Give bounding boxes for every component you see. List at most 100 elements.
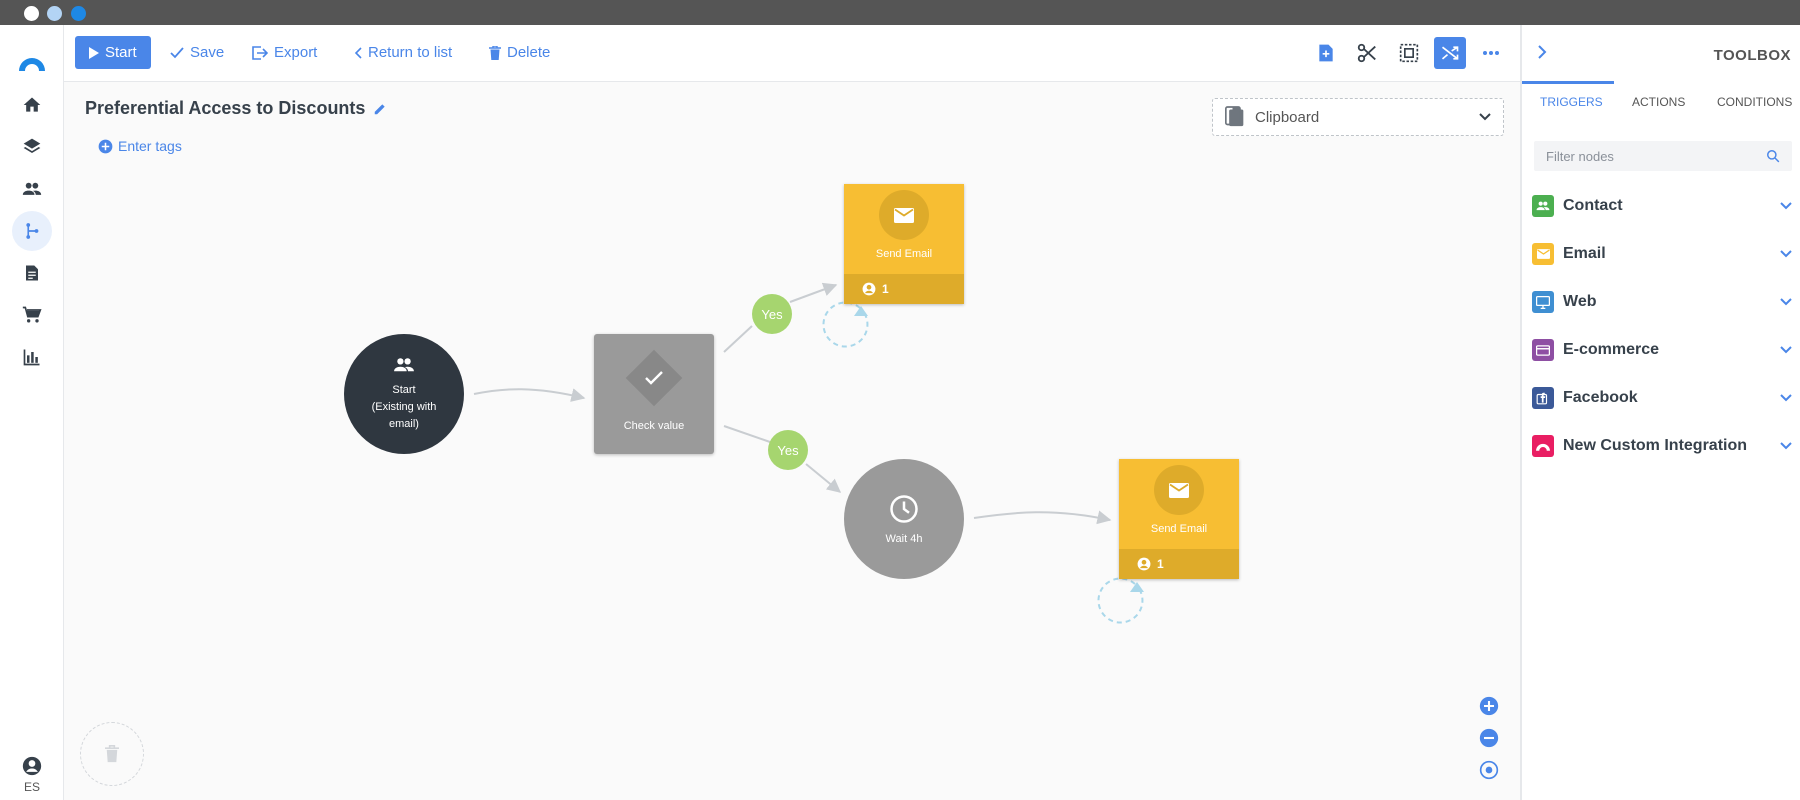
save-button[interactable]: Save: [170, 36, 224, 69]
chevron-left-icon: [354, 46, 362, 59]
chevron-down-icon: [1780, 250, 1792, 258]
left-navigation-rail: ES: [0, 25, 64, 800]
language-indicator[interactable]: ES: [23, 780, 40, 794]
check-value-label: Check value: [623, 420, 685, 432]
clipboard-dropdown[interactable]: Clipboard: [1212, 98, 1504, 136]
start-button[interactable]: Start: [75, 36, 151, 69]
document-icon: [26, 265, 38, 281]
collapse-toolbox-button[interactable]: [1538, 45, 1547, 64]
trash-icon: [489, 45, 501, 60]
category-label: E-commerce: [1563, 341, 1660, 358]
zoom-in-button[interactable]: [1478, 695, 1500, 717]
category-new-custom-integration[interactable]: New Custom Integration: [1532, 431, 1792, 461]
category-ecommerce[interactable]: E-commerce: [1532, 335, 1792, 365]
add-node-button[interactable]: [1310, 37, 1342, 69]
return-to-list-button[interactable]: Return to list: [354, 36, 452, 69]
web-category-badge: [1532, 291, 1554, 313]
category-web[interactable]: Web: [1532, 287, 1792, 317]
tab-conditions[interactable]: CONDITIONS: [1717, 95, 1793, 109]
window-close-dot[interactable]: [24, 6, 39, 21]
chevron-down-icon: [1479, 113, 1491, 121]
rail-item-layers[interactable]: [12, 127, 52, 167]
user-icon: [862, 282, 876, 296]
target-icon: [1479, 760, 1499, 780]
recenter-button[interactable]: [1478, 759, 1500, 781]
select-area-button[interactable]: [1393, 37, 1425, 69]
send-email-label: Send Email: [1150, 523, 1208, 535]
connector-check-to-yes-bottom: [723, 425, 771, 443]
node-contact-count[interactable]: 1: [1119, 549, 1239, 579]
category-contact[interactable]: Contact: [1532, 191, 1792, 221]
cart-icon: [22, 306, 42, 323]
send-email-label: Send Email: [875, 248, 933, 260]
play-icon: [89, 46, 99, 59]
automation-flow-icon: [26, 223, 39, 239]
start-node-line1: Start: [392, 383, 416, 396]
rail-item-automation[interactable]: [12, 211, 52, 251]
workflow-title: Preferential Access to Discounts: [85, 98, 366, 118]
check-value-node[interactable]: Check value: [594, 334, 714, 454]
contact-count-value: 1: [1157, 557, 1164, 571]
user-avatar[interactable]: [12, 753, 52, 779]
more-icon: [1483, 51, 1499, 55]
loop-arrow-top: [854, 306, 868, 316]
select-icon: [1399, 43, 1419, 63]
more-options-button[interactable]: [1475, 37, 1507, 69]
wait-node[interactable]: Wait 4h: [844, 459, 964, 579]
window-maximize-dot[interactable]: [71, 6, 86, 21]
connector-yes-bottom-to-wait: [805, 463, 842, 493]
rail-item-home[interactable]: [12, 85, 52, 125]
enter-tags-link[interactable]: Enter tags: [98, 138, 182, 154]
category-label: Web: [1563, 293, 1597, 310]
cut-button[interactable]: [1351, 37, 1383, 69]
category-facebook[interactable]: Facebook: [1532, 383, 1792, 413]
check-icon: [645, 371, 663, 385]
loop-arrow-bottom: [1130, 582, 1144, 592]
export-button-label: Export: [274, 44, 318, 61]
clock-icon: [890, 494, 918, 523]
send-email-node-bottom[interactable]: Send Email 1: [1119, 459, 1239, 579]
export-icon: [252, 45, 268, 60]
rail-item-contacts[interactable]: [12, 169, 52, 209]
category-email[interactable]: Email: [1532, 239, 1792, 269]
auto-arrange-button[interactable]: [1434, 37, 1466, 69]
window-minimize-dot[interactable]: [47, 6, 62, 21]
facebook-icon: [1536, 392, 1548, 405]
people-icon: [394, 357, 414, 371]
chevron-right-icon: [1538, 45, 1547, 59]
app-logo[interactable]: [12, 43, 52, 83]
rail-item-reports[interactable]: [12, 337, 52, 377]
send-email-node-top[interactable]: Send Email 1: [844, 184, 964, 304]
rail-item-ecommerce[interactable]: [12, 295, 52, 335]
start-button-label: Start: [105, 44, 137, 61]
filter-nodes-field[interactable]: [1534, 141, 1792, 171]
node-contact-count[interactable]: 1: [844, 274, 964, 304]
layers-icon: [23, 138, 41, 153]
tab-actions[interactable]: ACTIONS: [1632, 95, 1686, 109]
condition-diamond: [625, 349, 683, 407]
user-avatar-icon: [22, 756, 42, 776]
loop-connector-top: [822, 301, 869, 348]
delete-drop-zone[interactable]: [80, 722, 144, 786]
export-button[interactable]: Export: [252, 36, 317, 69]
wait-node-label: Wait 4h: [885, 532, 923, 545]
email-category-badge: [1532, 243, 1554, 265]
monitor-icon: [1536, 295, 1550, 309]
branch-label-yes-bottom[interactable]: Yes: [768, 430, 808, 470]
rail-item-content[interactable]: [12, 253, 52, 293]
search-icon: [1767, 150, 1780, 163]
pencil-icon[interactable]: [373, 102, 387, 116]
zoom-out-button[interactable]: [1478, 727, 1500, 749]
workflow-canvas[interactable]: Preferential Access to Discounts Enter t…: [64, 82, 1520, 800]
save-button-label: Save: [190, 44, 225, 61]
delete-button-label: Delete: [507, 44, 551, 61]
filter-nodes-input[interactable]: [1546, 148, 1766, 164]
start-node-line3: email): [389, 417, 419, 430]
delete-button[interactable]: Delete: [489, 36, 550, 69]
tab-triggers[interactable]: TRIGGERS: [1540, 95, 1603, 109]
trash-icon: [105, 745, 119, 763]
category-label: Email: [1563, 245, 1606, 262]
start-node[interactable]: Start (Existing with email): [344, 334, 464, 454]
toolbox-title: TOOLBOX: [1713, 47, 1791, 64]
branch-label-yes-top[interactable]: Yes: [752, 294, 792, 334]
